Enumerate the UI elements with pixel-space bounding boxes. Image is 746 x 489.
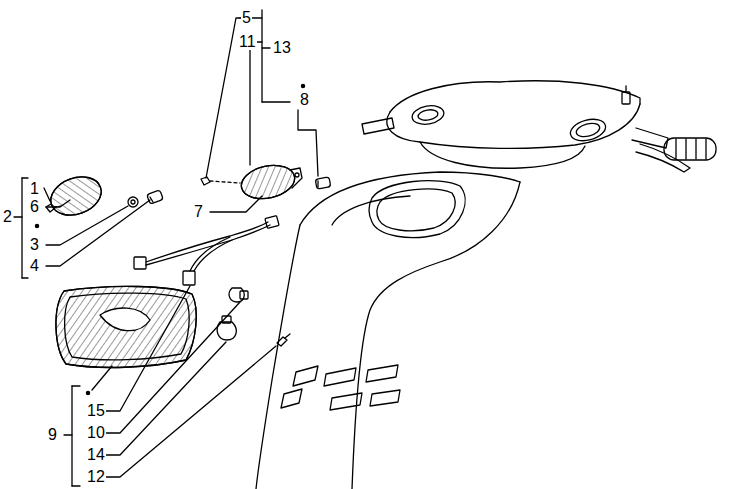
group-bracket (64, 386, 80, 486)
leader-line (46, 200, 150, 266)
wiring-harness (134, 216, 279, 285)
callout-number: 3 (29, 237, 40, 253)
leader-line (104, 346, 276, 477)
leader-line (92, 366, 112, 390)
scooter-outline (256, 81, 716, 489)
leader-line (46, 200, 70, 207)
leader-line (44, 188, 50, 201)
marker-dot (301, 84, 304, 87)
callout-number: 1 (29, 181, 40, 197)
group-bracket (14, 178, 28, 278)
callout-number: 14 (86, 447, 106, 463)
callout-number: 7 (193, 204, 204, 220)
headlight-part (56, 286, 196, 367)
callout-number: 13 (272, 40, 292, 56)
leader-line (104, 286, 190, 411)
callout-number: 10 (86, 425, 106, 441)
callout-number: 15 (86, 403, 106, 419)
callout-number: 8 (299, 92, 310, 108)
leader-line (298, 110, 318, 176)
callout-number: 12 (86, 469, 106, 485)
leader-line (210, 196, 262, 212)
callout-number: 5 (241, 10, 252, 26)
leader-line (206, 18, 240, 178)
callout-number: 2 (2, 209, 13, 225)
leader-line (104, 302, 240, 433)
callout-number: 6 (29, 199, 40, 215)
callout-number: 9 (47, 427, 58, 443)
callout-number: 4 (29, 258, 40, 274)
lens-part (201, 161, 331, 204)
leader-line (104, 342, 226, 455)
turn-signal-part (45, 170, 163, 222)
leader-line (250, 42, 254, 165)
callout-number: 11 (238, 34, 257, 50)
marker-dot (86, 391, 89, 394)
group-bracket (240, 10, 290, 102)
marker-dot (35, 224, 38, 227)
